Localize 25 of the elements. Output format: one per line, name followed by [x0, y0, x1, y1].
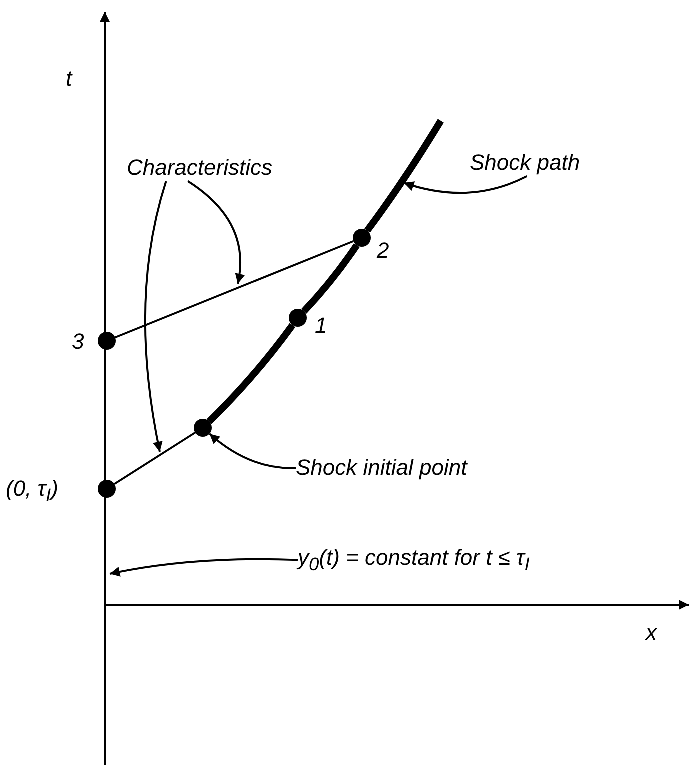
annotation-text: y$_{0}$(t) = constant for t ≤ τ$_{I}$ [298, 545, 530, 576]
leader-arrow [110, 558, 298, 577]
axis-label: t [66, 66, 72, 92]
shock-path-line [206, 323, 296, 424]
leader-arrow [188, 180, 245, 284]
annotation-text: Shock initial point [296, 455, 468, 482]
point-label: 3 [72, 329, 84, 356]
point-marker [98, 332, 116, 350]
point-label: 2 [377, 238, 390, 264]
shock-path-line [364, 119, 444, 233]
point-marker [289, 309, 307, 327]
point-label: 1 [315, 313, 328, 340]
leader-arrow [404, 175, 528, 194]
annotation-text: Characteristics [127, 155, 272, 182]
leader-arrow [209, 433, 296, 470]
point-label: (0, τ$_{I}$) [6, 476, 58, 506]
leader-arrow [144, 181, 168, 452]
point-marker [353, 229, 371, 247]
point-marker [194, 419, 212, 437]
axis-label: x [646, 620, 657, 646]
characteristic-line [114, 240, 354, 339]
point-marker [98, 480, 116, 498]
annotation-text: Shock path [470, 150, 580, 176]
shock-path-line [302, 243, 360, 314]
characteristic-line [114, 432, 196, 486]
